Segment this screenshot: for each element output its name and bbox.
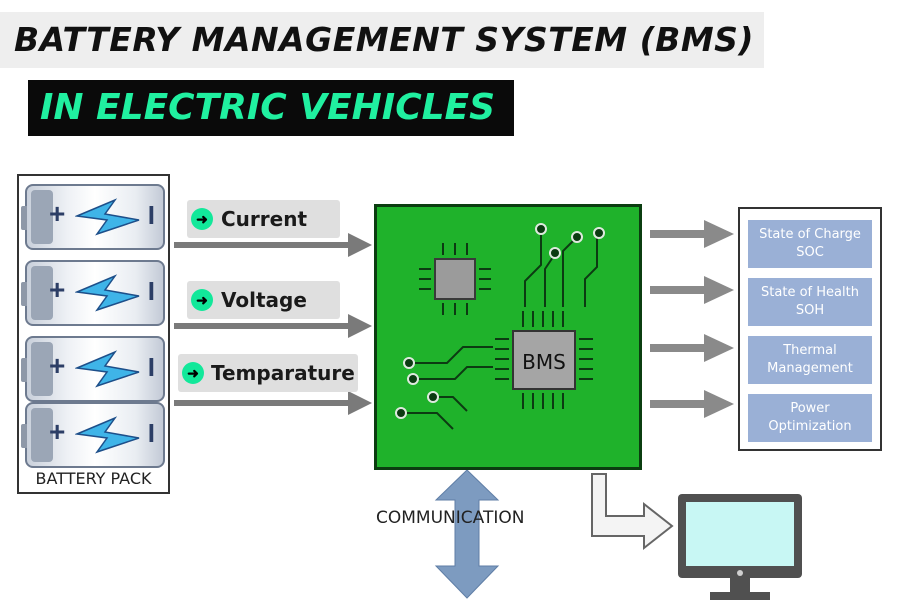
bms-circuit-board: BMS — [374, 204, 642, 470]
input-label-current: ➜ Current — [187, 200, 340, 238]
lightning-icon — [75, 350, 140, 388]
plus-icon: + — [49, 274, 66, 305]
lightning-icon — [75, 274, 140, 312]
minus-icon: I — [147, 200, 155, 230]
voltage-arrow-head — [348, 314, 372, 338]
battery-pack-label: BATTERY PACK — [35, 469, 152, 488]
cell-cap — [31, 266, 53, 320]
minus-icon: I — [147, 418, 155, 448]
communication-arrow — [434, 470, 500, 599]
input-label-temperature: ➜ Temparature — [178, 354, 358, 392]
cell-cap — [31, 408, 53, 462]
bms-chip-label: BMS — [522, 350, 566, 374]
arrow-right-icon: ➜ — [191, 289, 213, 311]
battery-cell: + I — [21, 184, 165, 250]
input-label-voltage: ➜ Voltage — [187, 281, 340, 319]
plus-icon: + — [49, 416, 66, 447]
cell-cap — [31, 342, 53, 396]
cell-cap — [31, 190, 53, 244]
lightning-icon — [75, 198, 140, 236]
output-soc-line2: SOC — [796, 245, 824, 260]
small-chip — [434, 258, 476, 300]
title-line-2: IN ELECTRIC VEHICLES — [40, 87, 496, 128]
temperature-arrow-shaft — [174, 400, 350, 406]
title-banner-1: BATTERY MANAGEMENT SYSTEM (BMS) — [0, 12, 764, 68]
circuit-traces: BMS — [395, 223, 605, 430]
output-soh-line2: SOH — [795, 303, 825, 318]
communication-label: COMMUNICATION — [376, 508, 525, 528]
output-soc-line1: State of Charge — [759, 227, 861, 243]
current-arrow-shaft — [174, 242, 350, 248]
computer-monitor-icon — [678, 494, 802, 600]
input-temperature-text: Temparature — [211, 361, 355, 385]
output-thermal-line2: Management — [767, 361, 853, 376]
input-voltage-text: Voltage — [221, 288, 307, 312]
input-arrows — [174, 233, 372, 415]
voltage-arrow-shaft — [174, 323, 350, 329]
minus-icon: I — [147, 352, 155, 382]
battery-cell: + I — [21, 260, 165, 326]
monitor-arrow — [591, 473, 674, 551]
arrow-right-icon: ➜ — [191, 208, 213, 230]
title-banner-2: IN ELECTRIC VEHICLES — [28, 80, 514, 136]
output-arrows — [650, 220, 734, 418]
battery-cell: + I — [21, 402, 165, 468]
input-current-text: Current — [221, 207, 308, 231]
lightning-icon — [75, 416, 140, 454]
output-power-line2: Optimization — [768, 419, 852, 434]
arrow-right-icon: ➜ — [182, 362, 204, 384]
battery-cell: + I — [21, 336, 165, 402]
output-power-line1: Power — [790, 401, 830, 417]
plus-icon: + — [49, 350, 66, 381]
output-soh-line1: State of Health — [761, 285, 859, 301]
current-arrow-head — [348, 233, 372, 257]
title-line-1: BATTERY MANAGEMENT SYSTEM (BMS) — [14, 20, 755, 59]
temperature-arrow-head — [348, 391, 372, 415]
minus-icon: I — [147, 276, 155, 306]
bms-chip — [512, 330, 576, 390]
output-thermal-line1: Thermal — [783, 343, 837, 359]
plus-icon: + — [49, 198, 66, 229]
battery-pack: + I + I + I + I BATTERY PACK — [17, 174, 170, 494]
